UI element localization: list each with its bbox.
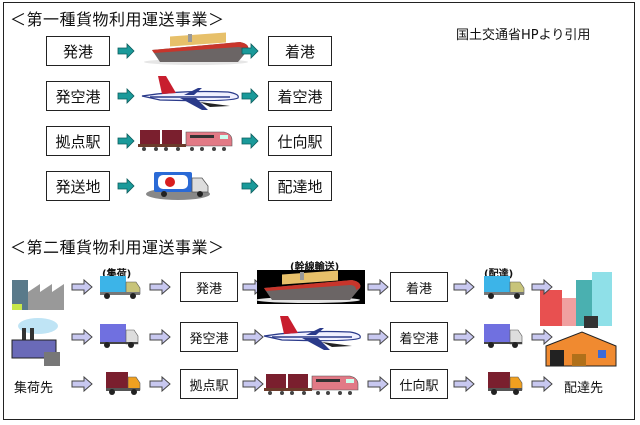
truck-icon <box>99 275 141 300</box>
arrow-icon <box>149 376 171 392</box>
arrow-icon <box>241 178 259 194</box>
ship-icon <box>256 270 361 303</box>
arrow-icon <box>453 279 475 295</box>
airplane-icon <box>141 75 240 111</box>
truck-icon <box>483 275 525 300</box>
arrow-icon <box>531 329 553 345</box>
arrow-icon <box>71 329 93 345</box>
destination-label: 配達先 <box>564 381 604 396</box>
airplane-icon <box>263 315 362 351</box>
destination-port-box: 着港 <box>268 36 332 66</box>
city-buildings-icon <box>540 272 612 328</box>
diagram-frame <box>3 2 635 420</box>
factory-buildings-icon <box>12 280 64 310</box>
destination-port-box: 着港 <box>390 272 448 302</box>
container-truck-icon <box>105 371 141 396</box>
arrow-icon <box>149 279 171 295</box>
train-icon <box>263 373 359 396</box>
arrow-icon <box>117 133 135 149</box>
type1-heading: ＜第一種貨物利用運送事業＞ <box>10 10 225 29</box>
arrow-icon <box>241 88 259 104</box>
destination-station-box: 仕向駅 <box>390 369 448 399</box>
type2-heading: ＜第二種貨物利用運送事業＞ <box>10 238 225 257</box>
van-icon <box>483 323 523 349</box>
trunk-label: (幹線輸送) <box>290 262 340 273</box>
hub-station-box: 拠点駅 <box>180 369 238 399</box>
hub-station-box: 拠点駅 <box>46 126 110 156</box>
arrow-icon <box>367 329 389 345</box>
arrow-icon <box>149 329 171 345</box>
destination-airport-box: 着空港 <box>390 322 448 352</box>
factory-icon <box>11 318 60 366</box>
destination-station-box: 仕向駅 <box>268 126 332 156</box>
origin-airport-box: 発空港 <box>46 81 110 111</box>
warehouse-icon <box>545 331 617 367</box>
arrow-icon <box>241 133 259 149</box>
arrow-icon <box>531 279 553 295</box>
origin-port-box: 発港 <box>46 36 110 66</box>
arrow-icon <box>241 43 259 59</box>
arrow-icon <box>367 279 389 295</box>
arrow-icon <box>531 376 553 392</box>
arrow-icon <box>71 279 93 295</box>
delivery-label: (配達) <box>484 269 514 280</box>
origin-label: 集荷先 <box>14 381 54 396</box>
arrow-icon <box>117 43 135 59</box>
arrow-icon <box>117 88 135 104</box>
train-icon <box>137 129 233 152</box>
destination-airport-box: 着空港 <box>268 81 332 111</box>
arrow-icon <box>242 329 264 345</box>
arrow-icon <box>453 376 475 392</box>
van-icon <box>99 323 139 349</box>
source-note: 国土交通省HPより引用 <box>456 28 591 43</box>
ship-icon <box>144 32 249 65</box>
arrow-icon <box>242 376 264 392</box>
origin-place-box: 発送地 <box>46 171 110 201</box>
arrow-icon <box>117 178 135 194</box>
origin-port-box: 発港 <box>180 272 238 302</box>
arrow-icon <box>453 329 475 345</box>
origin-airport-box: 発空港 <box>180 322 238 352</box>
destination-place-box: 配達地 <box>268 171 332 201</box>
arrow-icon <box>367 376 389 392</box>
pickup-label: (集荷) <box>102 269 132 280</box>
arrow-icon <box>71 376 93 392</box>
container-truck-icon <box>487 371 523 396</box>
truck-icon <box>145 171 211 201</box>
